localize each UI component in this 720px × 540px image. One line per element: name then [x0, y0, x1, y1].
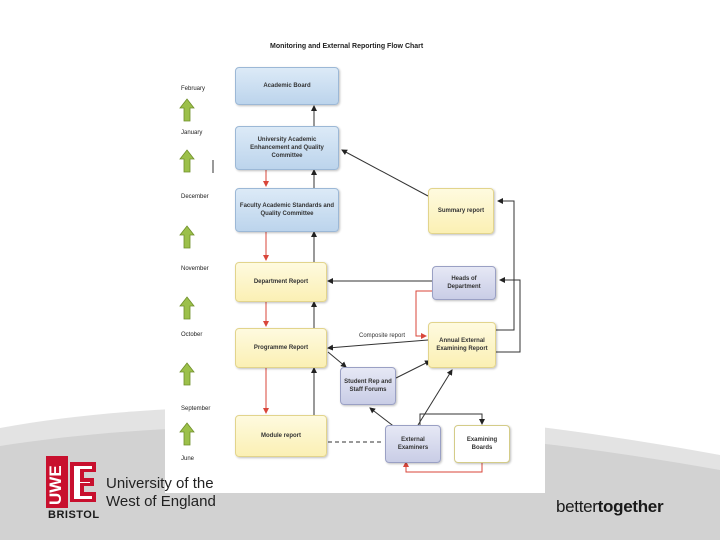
up-arrow-icon [179, 296, 195, 320]
box-academic-board: Academic Board [235, 67, 339, 105]
box-programme-report: Programme Report [235, 328, 327, 368]
box-university-committee: University Academic Enhancement and Qual… [235, 126, 339, 170]
box-external-examiners: External Examiners [385, 425, 441, 463]
uwe-logo-icon: UWE [46, 456, 96, 508]
month-label: June [181, 456, 195, 462]
logo-letters: UWE [46, 465, 65, 505]
month-label: October [181, 332, 203, 338]
university-line-2: West of England [106, 493, 216, 510]
university-name: University of the West of England [106, 475, 216, 511]
box-summary-report: Summary report [428, 188, 494, 234]
box-faculty-committee: Faculty Academic Standards and Quality C… [235, 188, 339, 232]
box-heads-of-department: Heads of Department [432, 266, 496, 300]
chart-title: Monitoring and External Reporting Flow C… [270, 43, 424, 50]
box-annual-external-report: Annual External Examining Report [428, 322, 496, 368]
tagline-together: together [597, 497, 664, 516]
box-student-rep-forums: Student Rep and Staff Forums [340, 367, 396, 405]
up-arrow-icon [179, 149, 195, 173]
up-arrow-icon [179, 422, 195, 446]
month-label: January [181, 130, 203, 136]
composite-report-label: Composite report [359, 333, 406, 339]
month-label: December [181, 194, 209, 200]
university-line-1: University of the [106, 475, 214, 492]
box-department-report: Department Report [235, 262, 327, 302]
month-label: November [181, 266, 209, 272]
box-module-report: Module report [235, 415, 327, 457]
city-name: BRISTOL [48, 509, 100, 521]
tagline-better: better [556, 497, 598, 516]
box-examining-boards: Examining Boards [454, 425, 510, 463]
up-arrow-icon [179, 98, 195, 122]
up-arrow-icon [179, 225, 195, 249]
month-label: September [181, 406, 211, 412]
tagline: bettertogether [556, 497, 664, 517]
month-label: February [181, 86, 206, 92]
up-arrow-icon [179, 362, 195, 386]
